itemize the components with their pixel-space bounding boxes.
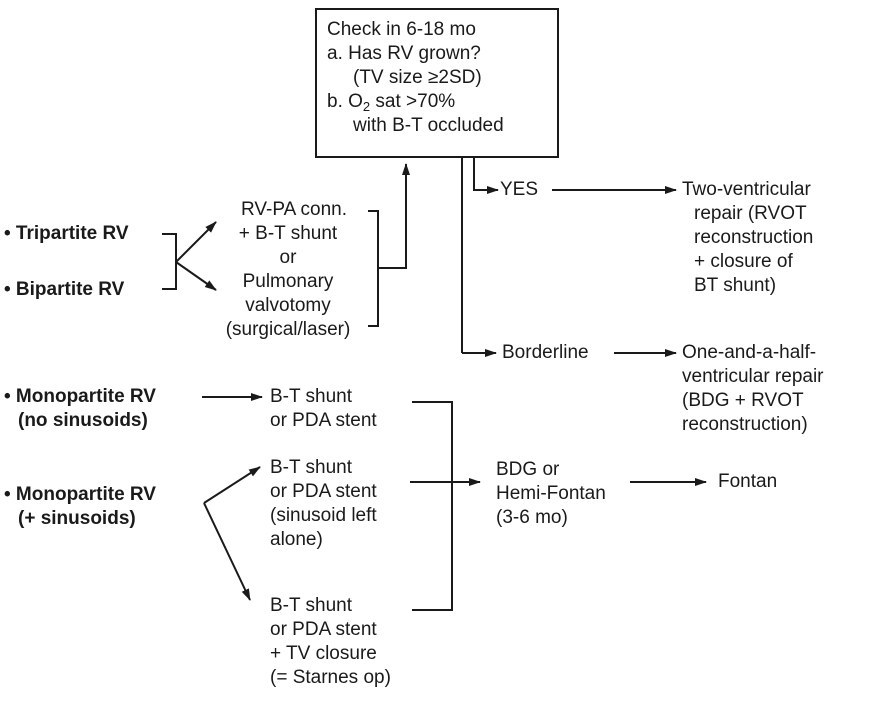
label-plus-sinusoids: (+ sinusoids) [18,508,136,529]
label-monopartite-rv-1: • Monopartite RV [4,386,156,407]
arrow-mono-sinus-to-bt-b [203,466,261,504]
bracket-bt-shunts [412,401,453,611]
check-box-line-3: (TV size ≥2SD) [353,67,482,88]
one-and-half-line-3: (BDG + RVOT [682,390,804,411]
label-monopartite-rv-2: • Monopartite RV [4,484,156,505]
label-no-sinusoids: (no sinusoids) [18,410,148,431]
two-ventricular-line-5: BT shunt) [694,275,777,296]
check-box-line-4: b. O2 sat >70% [327,91,456,114]
arrow-to-rvpa [175,221,217,263]
rvpa-line-5: valvotomy [245,295,331,316]
bracket-rvpa-options [368,210,379,327]
bracket-tripartite-bipartite [162,233,177,290]
two-ventricular-line-3: reconstruction [694,227,814,248]
bt-shunt-a-line-2: or PDA stent [270,410,377,431]
bt-shunt-c-line-3: + TV closure [270,643,377,664]
arrow-mono-sinus-to-bt-c [203,502,251,601]
two-ventricular-line-4: + closure of [694,251,793,272]
arrow-to-check-box [378,163,410,269]
check-box-line-5: with B-T occluded [353,115,504,136]
bt-shunt-b-line-1: B-T shunt [270,457,353,478]
rvpa-line-1: RV-PA conn. [241,199,347,220]
one-and-half-line-2: ventricular repair [682,366,824,387]
label-bipartite-rv: • Bipartite RV [4,279,125,300]
bt-shunt-a-line-1: B-T shunt [270,386,353,407]
bdg-line-1: BDG or [496,459,560,480]
bt-shunt-c-line-2: or PDA stent [270,619,377,640]
label-fontan: Fontan [718,471,778,492]
label-tripartite-rv: • Tripartite RV [4,223,129,244]
check-box-line-1: Check in 6-18 mo [327,19,476,40]
bt-shunt-c-line-1: B-T shunt [270,595,353,616]
label-yes: YES [500,179,539,200]
rvpa-line-6: (surgical/laser) [225,319,351,340]
one-and-half-line-4: reconstruction) [682,414,808,435]
arrow-to-yes [473,158,499,194]
rvpa-line-4: Pulmonary [242,271,334,292]
rvpa-line-3: or [279,247,297,268]
bt-shunt-b-line-2: or PDA stent [270,481,377,502]
bt-shunt-c-line-4: (= Starnes op) [270,667,391,688]
check-box [315,8,559,158]
two-ventricular-line-1: Two-ventricular [682,179,811,200]
arrow-to-valvotomy [175,261,217,291]
bt-shunt-b-line-4: alone) [270,529,323,550]
bdg-line-2: Hemi-Fontan [496,483,606,504]
check-box-line-2: a. Has RV grown? [327,43,481,64]
bt-shunt-b-line-3: (sinusoid left [270,505,377,526]
rvpa-line-2: + B-T shunt [238,223,338,244]
two-ventricular-line-2: repair (RVOT [694,203,807,224]
label-borderline: Borderline [502,342,589,363]
one-and-half-line-1: One-and-a-half- [682,342,817,363]
bdg-line-3: (3-6 mo) [496,507,568,528]
